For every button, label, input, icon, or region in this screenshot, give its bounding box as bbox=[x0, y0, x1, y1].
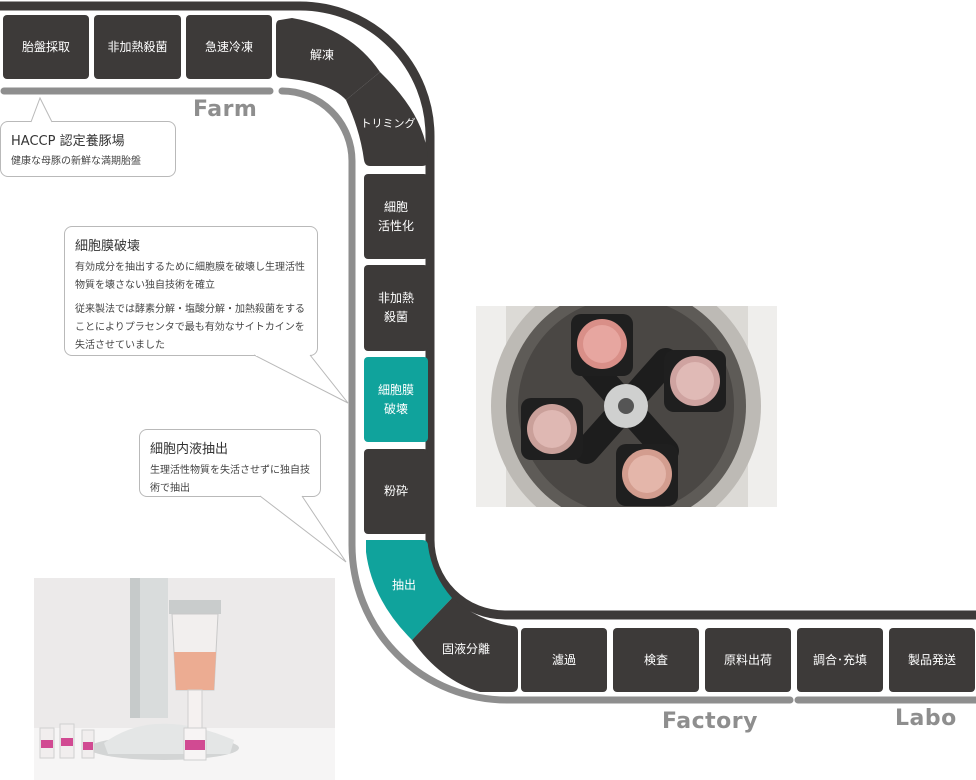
extraction-photo bbox=[34, 578, 335, 780]
callout-membrane: 細胞膜破壊 有効成分を抽出するために細胞膜を破壊し生理活性物質を壊さない独自技術… bbox=[64, 226, 318, 356]
callout-haccp: HACCP 認定養豚場 健康な母豚の新鮮な満期胎盤 bbox=[0, 121, 176, 177]
step-label: 細胞 活性化 bbox=[377, 199, 414, 233]
step-extraction: 抽出 bbox=[374, 570, 434, 600]
callout-title: HACCP 認定養豚場 bbox=[11, 134, 125, 149]
callout-title: 細胞膜破壊 bbox=[75, 239, 141, 254]
step-label: 濾過 bbox=[551, 652, 576, 667]
step-filtration: 濾過 bbox=[521, 628, 607, 692]
step-label: 細胞膜 破壊 bbox=[377, 382, 414, 416]
step-non-heat-sterilization-2: 非加熱 殺菌 bbox=[364, 265, 428, 351]
callout-title: 細胞内液抽出 bbox=[150, 442, 229, 457]
zone-labo: Labo bbox=[895, 706, 957, 731]
belt-outer-line bbox=[0, 1, 976, 620]
zone-factory: Factory bbox=[662, 709, 758, 734]
callout-desc: 健康な母豚の新鮮な満期胎盤 bbox=[11, 156, 141, 167]
step-grinding: 粉砕 bbox=[364, 449, 428, 534]
step-raw-material-shipment: 原料出荷 bbox=[705, 628, 791, 692]
centrifuge-photo bbox=[476, 306, 777, 507]
step-label: 解凍 bbox=[309, 47, 334, 62]
step-non-heat-sterilization-1: 非加熱殺菌 bbox=[94, 15, 181, 79]
step-label: 急速冷凍 bbox=[204, 39, 253, 54]
step-thaw: 解凍 bbox=[290, 42, 354, 68]
step-label: 胎盤採取 bbox=[21, 39, 70, 54]
callout-membrane-pointer bbox=[253, 354, 349, 404]
step-product-shipment: 製品発送 bbox=[889, 628, 975, 692]
step-label: 固液分離 bbox=[441, 641, 490, 656]
callout-desc-2: 従来製法では酵素分解・塩酸分解・加熱殺菌をすることによりプラセンタで最も有効なサ… bbox=[75, 304, 305, 351]
step-label: 検査 bbox=[643, 652, 668, 667]
step-label: トリミング bbox=[360, 117, 416, 131]
step-solid-liquid-separation: 固液分離 bbox=[418, 636, 514, 662]
step-label: 製品発送 bbox=[907, 652, 956, 667]
belt-inner-rail bbox=[0, 87, 794, 704]
step-cell-activation: 細胞 活性化 bbox=[364, 174, 428, 259]
step-inspection: 検査 bbox=[613, 628, 699, 692]
step-trimming: トリミング bbox=[350, 112, 426, 136]
callout-desc: 有効成分を抽出するために細胞膜を破壊し生理活性物質を壊さない独自技術を確立 bbox=[75, 262, 305, 291]
step-cell-membrane-breaking: 細胞膜 破壊 bbox=[364, 357, 428, 442]
callout-haccp-pointer bbox=[30, 97, 53, 123]
callout-extraction: 細胞内液抽出 生理活性物質を失活させずに独自技術で抽出 bbox=[139, 429, 321, 497]
zone-farm: Farm bbox=[193, 97, 258, 122]
step-quick-freeze: 急速冷凍 bbox=[186, 15, 272, 79]
step-label: 原料出荷 bbox=[723, 652, 772, 667]
step-label: 粉砕 bbox=[383, 484, 408, 499]
callout-desc: 生理活性物質を失活させずに独自技術で抽出 bbox=[150, 465, 310, 494]
step-label: 抽出 bbox=[391, 577, 416, 592]
step-label: 非加熱殺菌 bbox=[107, 39, 168, 54]
step-label: 調合･充填 bbox=[812, 652, 867, 667]
callout-extraction-pointer bbox=[259, 495, 347, 563]
step-placenta-collection: 胎盤採取 bbox=[3, 15, 89, 79]
step-label: 非加熱 殺菌 bbox=[377, 291, 414, 324]
step-blending-filling: 調合･充填 bbox=[797, 628, 883, 692]
